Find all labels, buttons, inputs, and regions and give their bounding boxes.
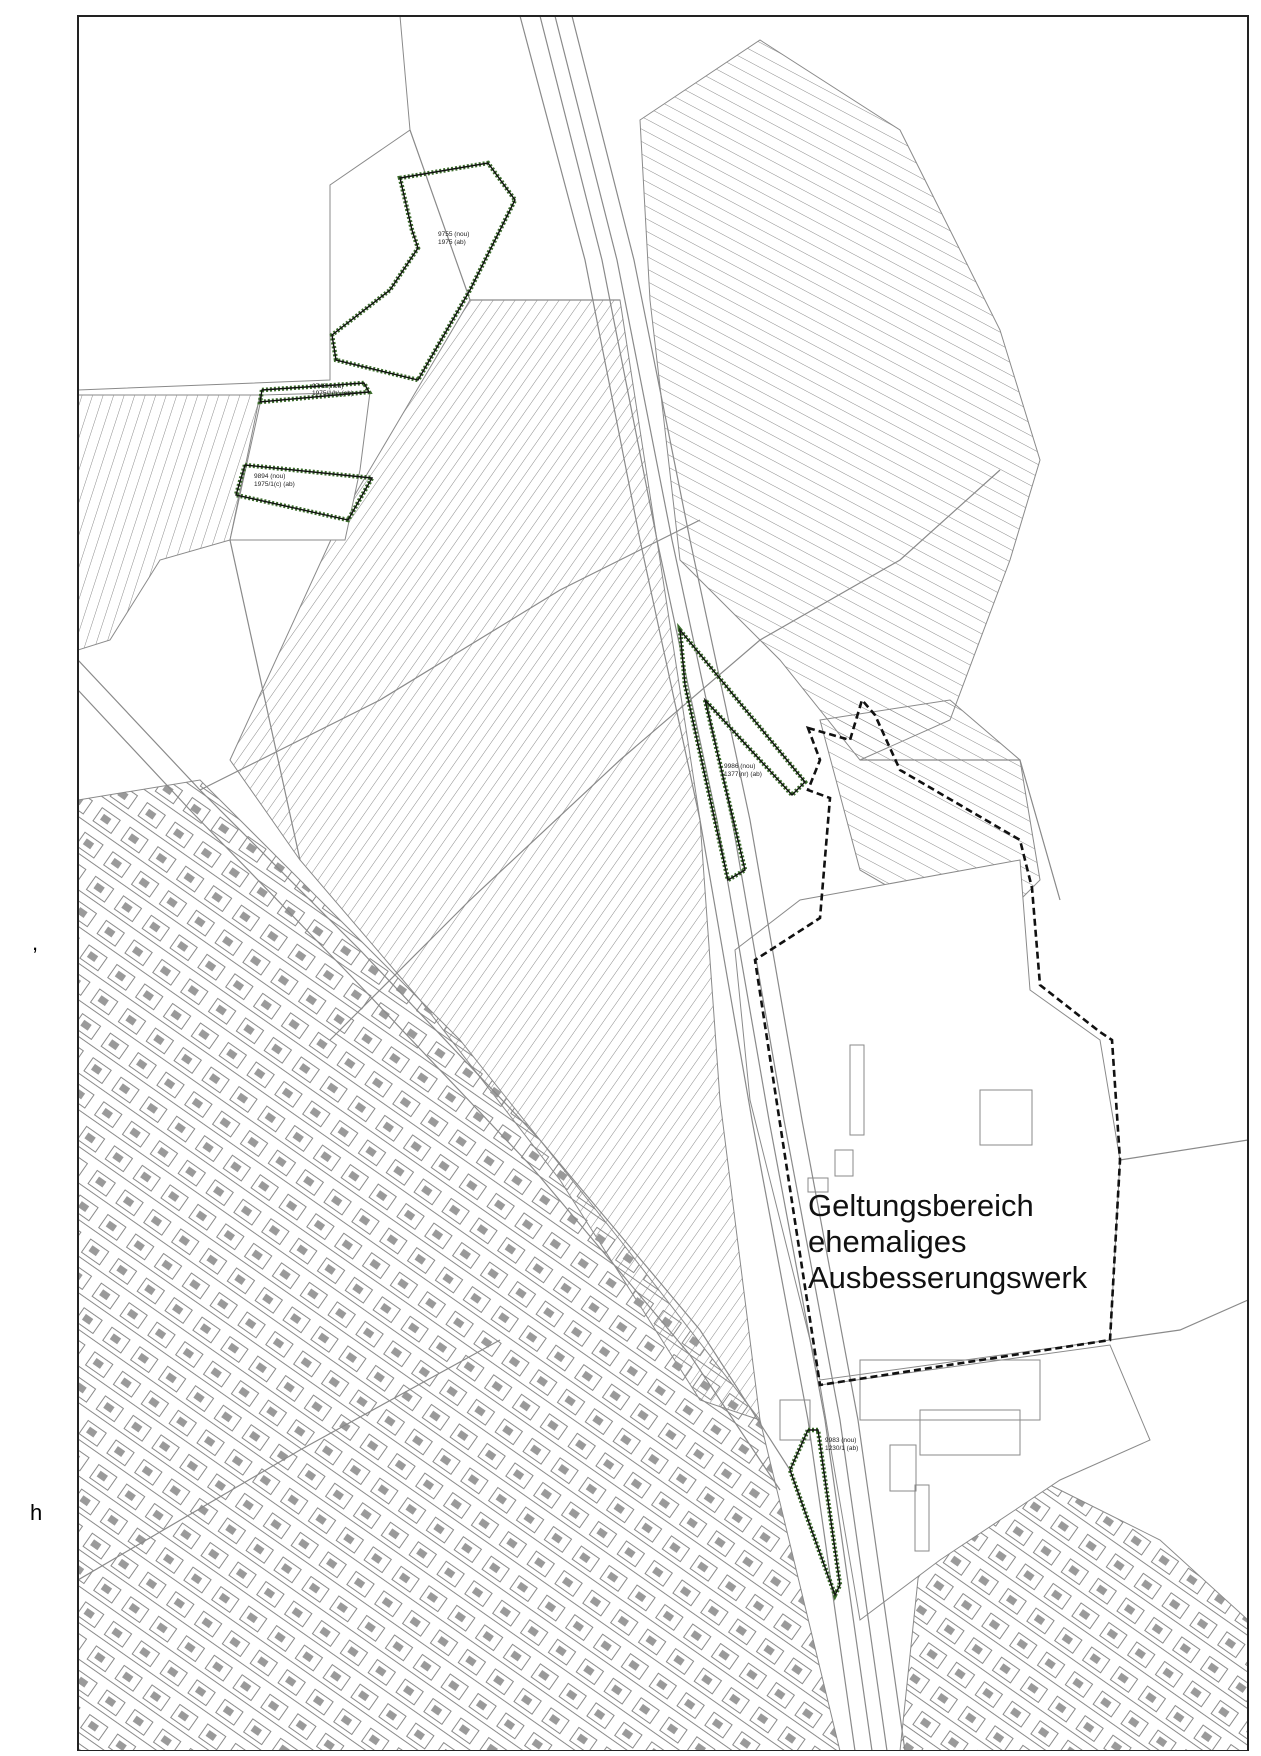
map-content (78, 16, 1248, 1751)
highlighted-parcels-dark (235, 162, 841, 1597)
scope-title-line-2: ehemaliges (808, 1224, 967, 1259)
parcel-label-2a: 9748 (nou) (312, 383, 343, 390)
parcel-label-5b: 1230/1 (ab) (825, 1445, 858, 1452)
parcel-label-1a: 9755 (nou) (438, 231, 469, 238)
field-hatch-right-upper (639, 39, 1041, 761)
scope-title-line-3: Ausbesserungswerk (808, 1260, 1088, 1295)
scope-title-line-1: Geltungsbereich (808, 1188, 1034, 1223)
margin-fragment-2: h (30, 1500, 43, 1525)
parcel-label-4a: 9986 (nou) (724, 763, 755, 770)
parcel-label-1b: 1975 (ab) (438, 239, 466, 246)
works-buildings (779, 1044, 1041, 1552)
works-area-south (819, 1344, 1151, 1621)
scope-title: Geltungsbereich ehemaliges Ausbesserungs… (808, 1188, 1087, 1296)
parcel-label-5a: 9983 (nou) (825, 1437, 856, 1444)
margin-fragment-1: , (32, 930, 39, 955)
railway-corridor (519, 16, 906, 1751)
urban-blocks-left (78, 779, 841, 1751)
open-parcel-north-west (78, 16, 411, 391)
parcel-label-3a: 9894 (nou) (254, 473, 285, 480)
road-lines (78, 129, 1248, 1581)
works-area (734, 859, 1121, 1381)
parcel-label-4b: 1377(nr) (ab) (724, 771, 762, 778)
scope-boundary (753, 697, 1122, 1387)
parcel-label-2b: 1975/1(b) (ab) (312, 390, 353, 397)
parcel-label-3b: 1975/1(c) (ab) (254, 481, 295, 488)
field-hatch-upper-left (78, 394, 261, 651)
parcel-labels: 9755 (nou) 1975 (ab) 9748 (nou) 1975/1(b… (254, 231, 858, 1452)
